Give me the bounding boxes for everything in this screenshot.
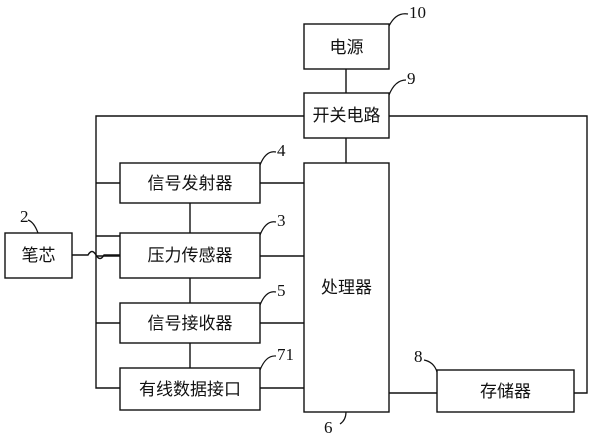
ref-10: 10: [409, 3, 426, 22]
ref-2: 2: [20, 207, 29, 226]
ref-9: 9: [407, 69, 416, 88]
memory-label: 存储器: [480, 382, 531, 402]
ref-6: 6: [324, 418, 333, 437]
leader-10: [388, 13, 409, 27]
reference-numerals: 10 9 4 3 5 71 2 8 6: [20, 3, 426, 437]
leader-5: [259, 291, 277, 306]
leader-3: [259, 221, 277, 236]
leader-8: [423, 359, 438, 373]
pen-core-block: 笔芯: [4, 232, 73, 279]
ref-3: 3: [277, 211, 286, 230]
signal-transmitter-block: 信号发射器: [119, 162, 261, 204]
signal-receiver-block: 信号接收器: [119, 302, 261, 344]
wired-data-interface-block: 有线数据接口: [119, 367, 261, 411]
leader-71: [259, 355, 277, 371]
ref-8: 8: [414, 347, 423, 366]
pressure-sensor-block: 压力传感器: [119, 232, 261, 279]
processor-block: 处理器: [303, 162, 390, 413]
power-supply-label: 电源: [330, 38, 364, 58]
pen-core-label: 笔芯: [22, 246, 56, 266]
signal-transmitter-label: 信号发射器: [148, 174, 233, 194]
power-supply-block: 电源: [303, 23, 390, 70]
ref-71: 71: [277, 345, 294, 364]
leader-2: [27, 219, 39, 234]
connection-lines: [72, 69, 588, 394]
wire-pen-core-to-sensor: [72, 250, 120, 260]
pressure-sensor-label: 压力传感器: [148, 246, 233, 266]
ref-5: 5: [277, 281, 286, 300]
leader-9: [388, 79, 407, 96]
leader-6: [339, 411, 347, 425]
wire-left-bus: [95, 115, 304, 389]
leader-4: [259, 151, 277, 166]
ref-4: 4: [277, 141, 286, 160]
reference-leaders: [27, 13, 438, 425]
wired-data-interface-label: 有线数据接口: [139, 380, 241, 400]
processor-label: 处理器: [321, 278, 372, 298]
wire-right-bus: [389, 115, 588, 394]
signal-receiver-label: 信号接收器: [148, 314, 233, 334]
switch-circuit-label: 开关电路: [313, 106, 381, 126]
memory-block: 存储器: [436, 369, 575, 413]
switch-circuit-block: 开关电路: [303, 92, 390, 139]
